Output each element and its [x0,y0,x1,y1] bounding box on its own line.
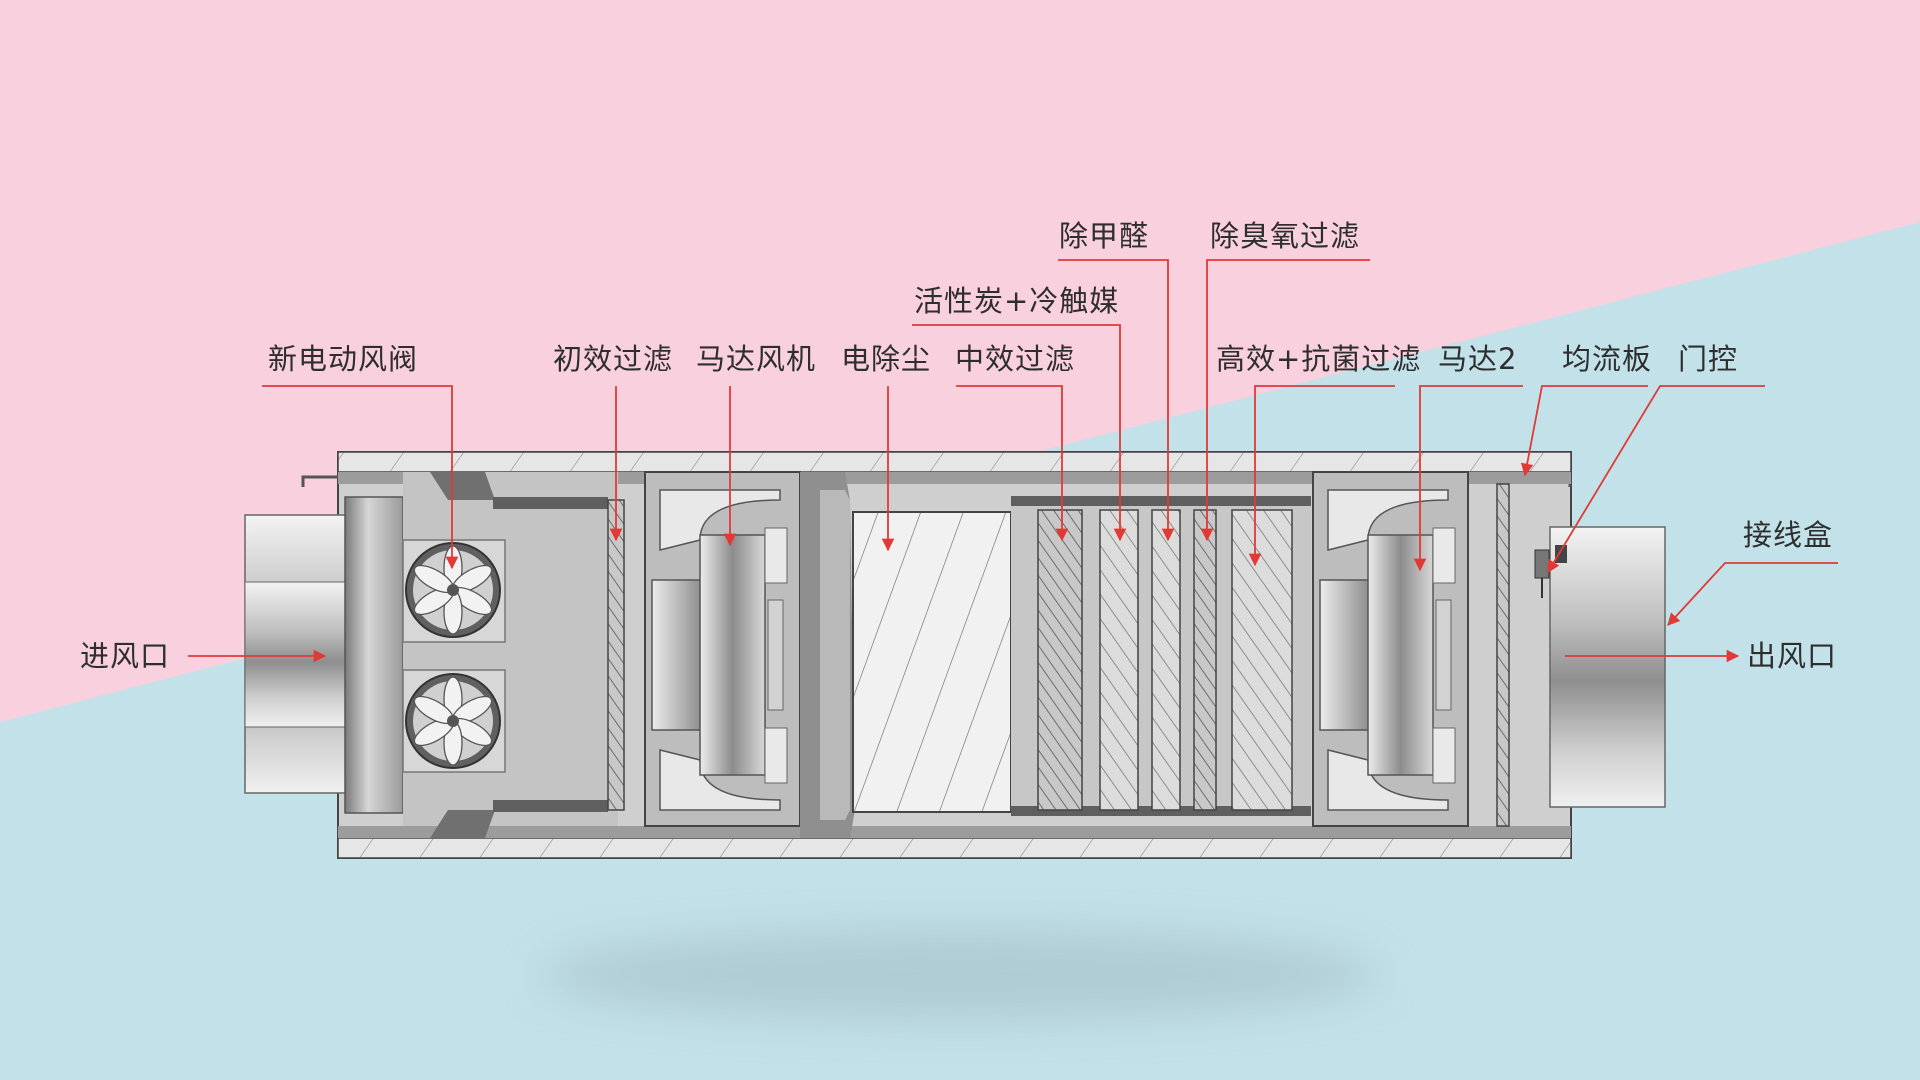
leader-door-control [1547,385,1765,574]
formaldehyde-filter [1151,509,1181,811]
transition-panel [800,472,855,838]
carbon-catalyst-filter [1099,509,1139,811]
leader-lines [188,259,1838,663]
leader-flow-plate [1520,385,1648,477]
electrostatic-precipitator [852,511,1012,813]
motor-fan-1 [644,471,801,827]
leader-medium-filter [956,385,1069,542]
motor-fan-2 [1312,471,1469,827]
leader-formaldehyde [1058,259,1175,542]
leader-damper [262,385,459,570]
inlet-pipe [244,496,404,814]
leader-motor2 [1413,385,1523,572]
leader-junction-box [1667,562,1838,626]
ozone-filter [1193,509,1217,811]
label-air-inlet: 进风口 [80,639,171,673]
medium-filter [1037,509,1083,811]
label-motor2: 马达2 [1438,342,1518,376]
label-door-control: 门控 [1678,342,1739,376]
label-hepa-antibacterial: 高效+抗菌过滤 [1216,342,1422,376]
primary-filter [607,499,625,811]
label-air-outlet: 出风口 [1747,639,1838,673]
label-ozone-filter: 除臭氧过滤 [1210,219,1361,253]
flow-equalizing-plate [1496,483,1510,827]
damper-fan-icon [405,673,501,769]
label-primary-filter: 初效过滤 [553,342,674,376]
leader-ozone-filter [1200,259,1370,542]
label-motor-fan: 马达风机 [696,342,817,376]
label-electrostatic: 电除尘 [841,342,932,376]
leader-carbon-catalyst [912,324,1127,542]
label-junction-box: 接线盒 [1743,518,1834,552]
leader-hepa [1248,385,1395,567]
electric-damper [402,472,618,838]
hepa-antibacterial-filter [1231,509,1293,811]
label-flow-plate: 均流板 [1562,342,1653,376]
label-carbon-catalyst: 活性炭+冷触媒 [914,284,1120,318]
damper-fan-icon [405,542,501,638]
outlet-pipe [1549,526,1666,808]
label-formaldehyde: 除甲醛 [1059,219,1150,253]
label-medium-filter: 中效过滤 [955,342,1076,376]
label-damper: 新电动风阀 [268,342,419,376]
